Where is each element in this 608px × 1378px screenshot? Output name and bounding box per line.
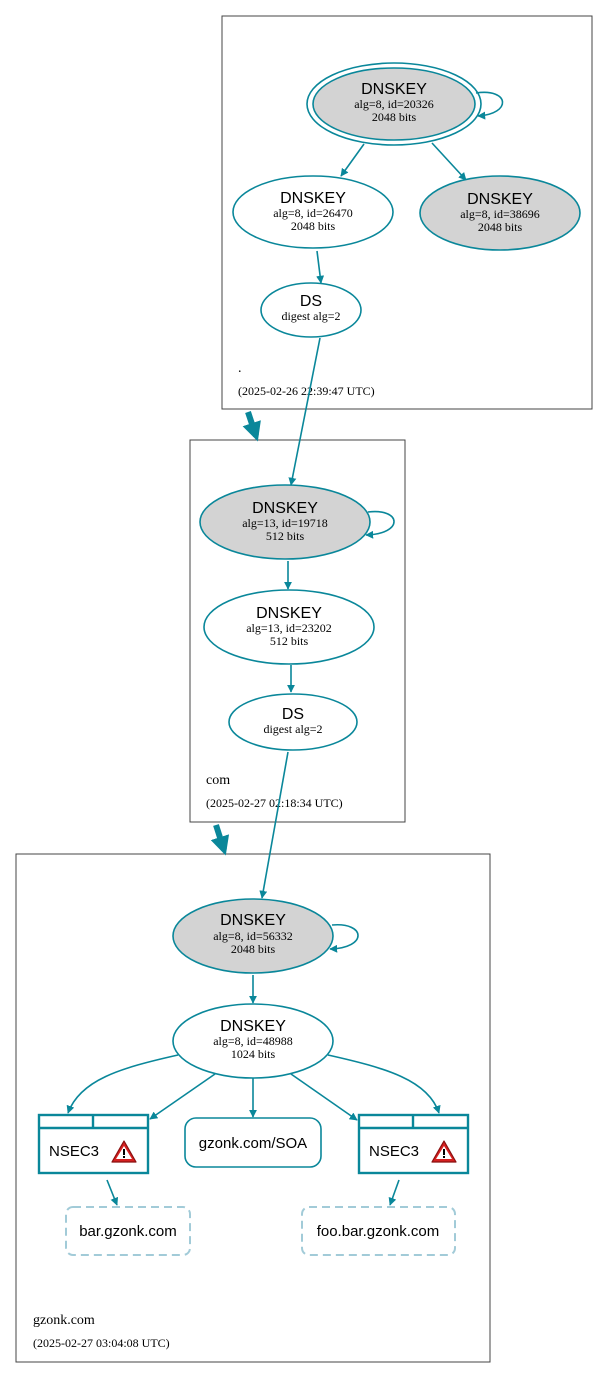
zone-gzonk: gzonk.com (2025-02-27 03:04:08 UTC) (15, 853, 491, 1363)
edge-gz-zsk-nsec3-left-b (149, 1073, 216, 1120)
edge-nsec3-right-foobar (388, 1179, 400, 1206)
node-root-k2-type: DNSKEY (467, 191, 533, 208)
edge-gz-ksk-self (329, 924, 359, 953)
edge-root-ksk-self (475, 91, 504, 120)
node-com-ds[interactable]: DS digest alg=2 (228, 693, 358, 751)
edge-root-ds-com-ksk (288, 337, 321, 486)
node-root-zsk-type: DNSKEY (280, 190, 346, 207)
edge-gz-zsk-nsec3-right-b (327, 1054, 441, 1114)
node-gz-zsk-type: DNSKEY (220, 1018, 286, 1035)
delegation-arrow-root-com (242, 411, 261, 442)
node-com-zsk-type: DNSKEY (256, 605, 322, 622)
zone-root-timestamp: (2025-02-26 22:39:47 UTC) (238, 384, 375, 398)
node-nsec3-right-label: NSEC3 (369, 1143, 419, 1160)
delegation-arrow-com-gzonk (210, 824, 230, 856)
node-bar-gzonk-label: bar.gzonk.com (79, 1223, 177, 1240)
zone-com-timestamp: (2025-02-27 02:18:34 UTC) (206, 796, 343, 810)
edge-gz-zsk-nsec3-right (290, 1073, 358, 1121)
edge-root-zsk-ds (316, 250, 325, 284)
zone-gzonk-name: gzonk.com (33, 1313, 95, 1328)
node-gz-ksk-bits: 2048 bits (231, 942, 276, 956)
node-soa-label: gzonk.com/SOA (199, 1135, 307, 1152)
node-soa[interactable]: gzonk.com/SOA (184, 1117, 322, 1168)
node-gz-zsk-bits: 1024 bits (231, 1047, 276, 1061)
zone-gzonk-border (15, 853, 491, 1363)
node-root-ksk-alg: alg=8, id=20326 (354, 97, 434, 111)
node-com-ksk-type: DNSKEY (252, 500, 318, 517)
node-foo-bar-gzonk[interactable]: foo.bar.gzonk.com (301, 1206, 456, 1256)
zone-root-border (221, 15, 593, 410)
zone-root: . (2025-02-26 22:39:47 UTC) (221, 15, 593, 410)
zone-root-name: . (238, 361, 242, 376)
node-root-zsk-bits: 2048 bits (291, 219, 336, 233)
node-gz-zsk-alg: alg=8, id=48988 (213, 1034, 293, 1048)
node-root-ds[interactable]: DS digest alg=2 (260, 282, 362, 338)
node-com-zsk[interactable]: DNSKEY alg=13, id=23202 512 bits (203, 589, 375, 665)
zone-com: com (2025-02-27 02:18:34 UTC) (189, 439, 406, 823)
node-com-ksk-alg: alg=13, id=19718 (242, 516, 328, 530)
edge-nsec3-left-bar (106, 1179, 119, 1206)
node-nsec3-left-label: NSEC3 (49, 1143, 99, 1160)
node-nsec3-left[interactable]: NSEC3 (37, 1113, 150, 1175)
node-root-ds-type: DS (300, 293, 322, 310)
node-nsec3-right[interactable]: NSEC3 (357, 1113, 470, 1175)
zone-com-name: com (206, 773, 230, 788)
zone-gzonk-timestamp: (2025-02-27 03:04:08 UTC) (33, 1336, 170, 1350)
edge-com-ksk-self (365, 510, 395, 539)
node-root-ksk-bits: 2048 bits (372, 110, 417, 124)
node-bar-gzonk[interactable]: bar.gzonk.com (65, 1206, 191, 1256)
node-com-ds-type: DS (282, 706, 304, 723)
node-com-zsk-bits: 512 bits (270, 634, 309, 648)
node-com-ksk[interactable]: DNSKEY alg=13, id=19718 512 bits (199, 484, 371, 560)
node-root-k2-alg: alg=8, id=38696 (460, 207, 540, 221)
edge-root-ksk-zsk (340, 143, 365, 177)
node-root-k2[interactable]: DNSKEY alg=8, id=38696 2048 bits (419, 175, 581, 251)
node-gz-ksk-type: DNSKEY (220, 912, 286, 929)
node-root-ksk[interactable]: DNSKEY alg=8, id=20326 2048 bits (306, 62, 482, 146)
edge-gz-zsk-nsec3-left (66, 1054, 179, 1114)
node-root-zsk-alg: alg=8, id=26470 (273, 206, 353, 220)
edge-root-ksk-k2 (431, 142, 467, 181)
edge-com-ds-gz-ksk (259, 751, 289, 899)
warning-icon (431, 1140, 457, 1163)
warning-icon (111, 1140, 137, 1163)
zone-com-border (189, 439, 406, 823)
node-root-ksk-type: DNSKEY (361, 81, 427, 98)
node-gz-ksk[interactable]: DNSKEY alg=8, id=56332 2048 bits (172, 898, 334, 974)
node-com-ds-digest: digest alg=2 (263, 722, 322, 736)
node-foo-bar-gzonk-label: foo.bar.gzonk.com (317, 1223, 440, 1240)
node-gz-zsk[interactable]: DNSKEY alg=8, id=48988 1024 bits (172, 1003, 334, 1079)
node-root-k2-bits: 2048 bits (478, 220, 523, 234)
node-root-zsk[interactable]: DNSKEY alg=8, id=26470 2048 bits (232, 175, 394, 249)
node-gz-ksk-alg: alg=8, id=56332 (213, 929, 293, 943)
node-root-ds-digest: digest alg=2 (281, 309, 340, 323)
node-com-zsk-alg: alg=13, id=23202 (246, 621, 332, 635)
node-com-ksk-bits: 512 bits (266, 529, 305, 543)
